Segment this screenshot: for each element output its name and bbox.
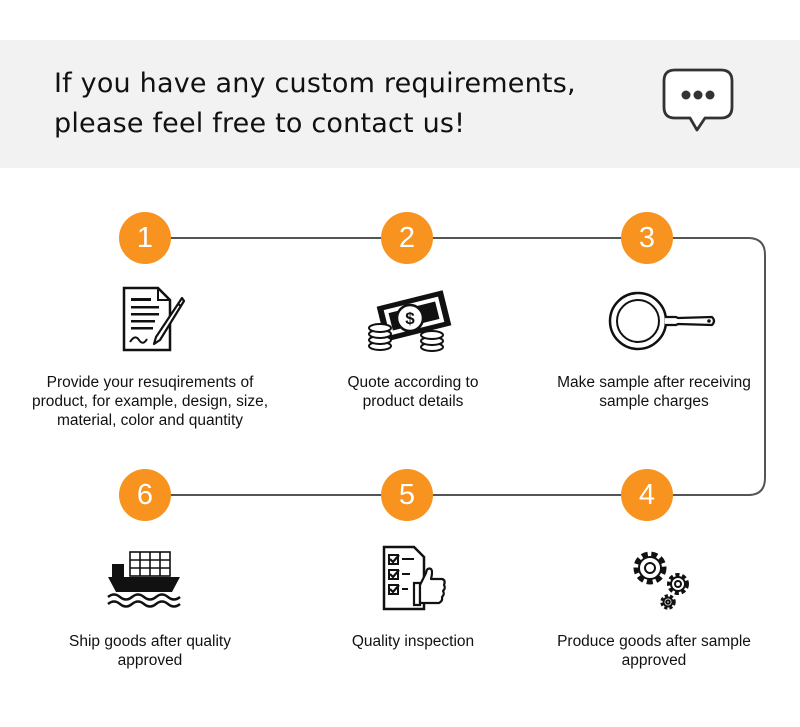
document-sign-icon bbox=[122, 286, 186, 352]
step-6-line-1: Ship goods after quality bbox=[69, 633, 231, 650]
step-1-line-2: product, for example, design, size, bbox=[31, 393, 269, 410]
banner-line-1: If you have any custom requirements, bbox=[54, 68, 576, 99]
step-6-line-2: approved bbox=[117, 652, 183, 669]
step-5-line-1: Quality inspection bbox=[351, 633, 475, 650]
step-6-badge: 6 bbox=[119, 469, 171, 521]
step-2-caption: Quote according to product details bbox=[288, 373, 538, 411]
step-5-badge: 5 bbox=[381, 469, 433, 521]
step-2-badge: 2 bbox=[381, 212, 433, 264]
step-1-badge: 1 bbox=[119, 212, 171, 264]
chat-bubble-icon[interactable] bbox=[661, 67, 735, 135]
step-4-badge: 4 bbox=[621, 469, 673, 521]
step-4-line-1: Produce goods after sample bbox=[557, 633, 751, 650]
step-1-line-3: material, color and quantity bbox=[56, 412, 244, 429]
frying-pan-icon bbox=[608, 291, 716, 351]
step-4-caption: Produce goods after sample approved bbox=[529, 632, 779, 670]
cargo-ship-icon bbox=[107, 551, 181, 608]
step-3-line-1: Make sample after receiving bbox=[557, 374, 751, 391]
step-1-line-1: Provide your resuqirements of bbox=[46, 374, 254, 391]
step-2-line-2: product details bbox=[362, 393, 464, 410]
checklist-thumbs-up-icon bbox=[382, 545, 446, 611]
banner-line-2: please feel free to contact us! bbox=[54, 108, 466, 139]
step-3-badge: 3 bbox=[621, 212, 673, 264]
svg-text:$: $ bbox=[405, 309, 415, 328]
step-3-line-2: sample charges bbox=[599, 393, 709, 410]
step-2-line-1: Quote according to bbox=[347, 374, 479, 391]
step-3-caption: Make sample after receiving sample charg… bbox=[529, 373, 779, 411]
step-6-caption: Ship goods after quality approved bbox=[25, 632, 275, 670]
step-4-line-2: approved bbox=[621, 652, 687, 669]
step-1-caption: Provide your resuqirements of product, f… bbox=[25, 373, 275, 430]
gears-icon bbox=[633, 551, 689, 610]
step-5-caption: Quality inspection bbox=[288, 632, 538, 651]
money-icon: $ bbox=[368, 290, 452, 352]
banner-heading: If you have any custom requirements, ple… bbox=[54, 64, 576, 144]
